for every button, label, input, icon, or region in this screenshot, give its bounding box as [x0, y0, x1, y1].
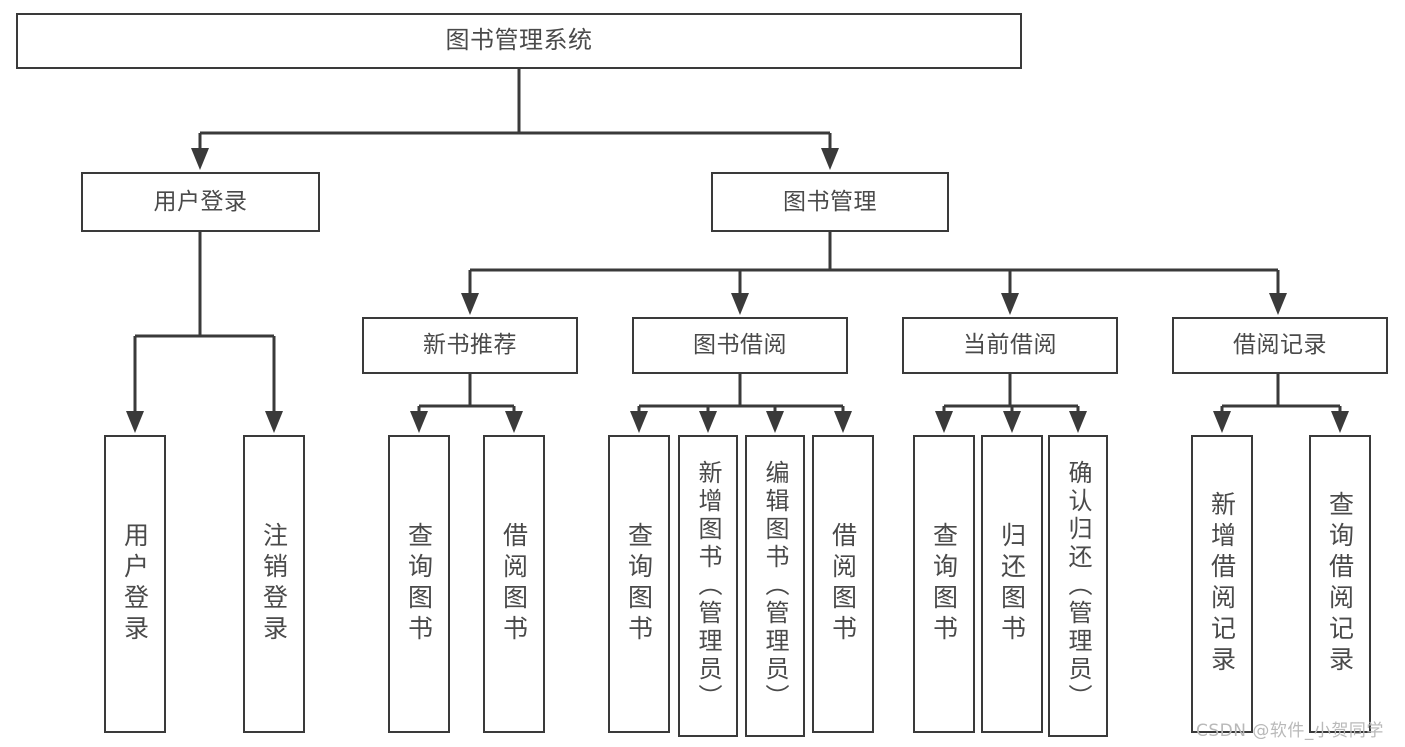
- node-leaf-add-book-admin[interactable]: 新增图书（管理员）: [678, 435, 738, 737]
- node-leaf-query-book-2[interactable]: 查询图书: [608, 435, 670, 733]
- node-leaf-query-borrow-record-label: 查询借阅记录: [1325, 491, 1355, 677]
- node-book-management-label: 图书管理: [783, 188, 877, 215]
- node-leaf-return-book-label: 归还图书: [997, 522, 1027, 646]
- node-leaf-add-book-admin-label: 新增图书（管理员）: [694, 460, 722, 712]
- node-leaf-borrow-book-2-label: 借阅图书: [828, 522, 858, 646]
- node-current-borrow-label: 当前借阅: [963, 332, 1057, 359]
- node-leaf-query-book-2-label: 查询图书: [624, 522, 654, 646]
- node-book-management[interactable]: 图书管理: [711, 172, 949, 232]
- node-new-book-recommend[interactable]: 新书推荐: [362, 317, 578, 374]
- node-book-borrow-label: 图书借阅: [693, 332, 787, 359]
- node-leaf-borrow-book-1-label: 借阅图书: [499, 522, 529, 646]
- node-root-label: 图书管理系统: [445, 26, 593, 55]
- node-leaf-query-borrow-record[interactable]: 查询借阅记录: [1309, 435, 1371, 733]
- csdn-watermark-text: CSDN @软件_小贺同学: [1196, 721, 1384, 741]
- node-borrow-record[interactable]: 借阅记录: [1172, 317, 1388, 374]
- node-leaf-borrow-book-1[interactable]: 借阅图书: [483, 435, 545, 733]
- node-leaf-edit-book-admin[interactable]: 编辑图书（管理员）: [745, 435, 805, 737]
- node-leaf-confirm-return-admin[interactable]: 确认归还（管理员）: [1048, 435, 1108, 737]
- node-leaf-query-book-1[interactable]: 查询图书: [388, 435, 450, 733]
- csdn-watermark: CSDN @软件_小贺同学: [1196, 716, 1384, 741]
- node-root-book-management-system[interactable]: 图书管理系统: [16, 13, 1022, 69]
- node-leaf-query-book-1-label: 查询图书: [404, 522, 434, 646]
- node-leaf-query-book-3[interactable]: 查询图书: [913, 435, 975, 733]
- node-leaf-user-login[interactable]: 用户登录: [104, 435, 166, 733]
- node-leaf-query-book-3-label: 查询图书: [929, 522, 959, 646]
- node-leaf-logout-login-label: 注销登录: [259, 522, 289, 646]
- node-leaf-add-borrow-record-label: 新增借阅记录: [1207, 491, 1237, 677]
- node-leaf-edit-book-admin-label: 编辑图书（管理员）: [761, 460, 789, 712]
- node-user-login-label: 用户登录: [153, 188, 248, 215]
- node-leaf-add-borrow-record[interactable]: 新增借阅记录: [1191, 435, 1253, 733]
- node-user-login[interactable]: 用户登录: [81, 172, 320, 232]
- node-leaf-logout-login[interactable]: 注销登录: [243, 435, 305, 733]
- node-leaf-borrow-book-2[interactable]: 借阅图书: [812, 435, 874, 733]
- node-book-borrow[interactable]: 图书借阅: [632, 317, 848, 374]
- node-new-book-recommend-label: 新书推荐: [423, 332, 517, 359]
- node-borrow-record-label: 借阅记录: [1233, 332, 1327, 359]
- node-leaf-return-book[interactable]: 归还图书: [981, 435, 1043, 733]
- node-current-borrow[interactable]: 当前借阅: [902, 317, 1118, 374]
- node-leaf-confirm-return-admin-label: 确认归还（管理员）: [1064, 460, 1092, 712]
- node-leaf-user-login-label: 用户登录: [120, 522, 150, 646]
